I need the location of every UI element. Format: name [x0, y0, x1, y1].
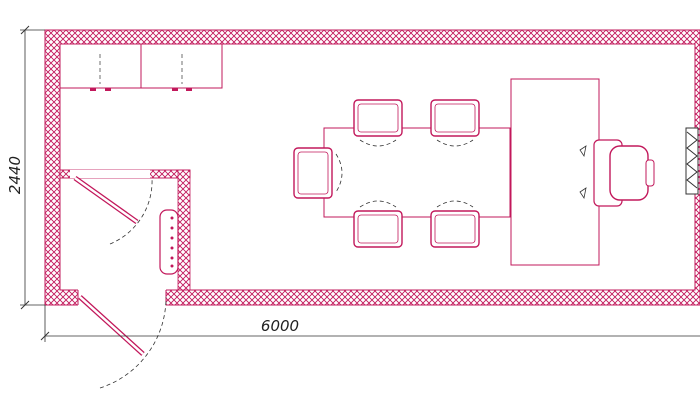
width-dimension-label: 6000	[261, 317, 299, 335]
entrance-door	[78, 295, 167, 389]
chair-bottom-2	[430, 200, 480, 248]
toilet-icon	[159, 209, 179, 275]
height-dimension-label: 2440	[6, 156, 24, 194]
office-chair	[579, 139, 655, 207]
meeting-table	[323, 127, 511, 218]
dimension-vertical	[20, 25, 45, 310]
bathroom-door	[73, 175, 153, 245]
outer-wall	[44, 29, 700, 306]
chair-top-2	[430, 99, 480, 147]
desk	[510, 78, 600, 266]
window	[685, 127, 699, 195]
dimension-horizontal	[40, 305, 700, 342]
cabinet	[59, 43, 223, 91]
chair-top-1	[353, 99, 403, 147]
entrance-opening	[78, 289, 166, 306]
chair-bottom-1	[353, 200, 403, 248]
chair-left	[293, 147, 343, 199]
